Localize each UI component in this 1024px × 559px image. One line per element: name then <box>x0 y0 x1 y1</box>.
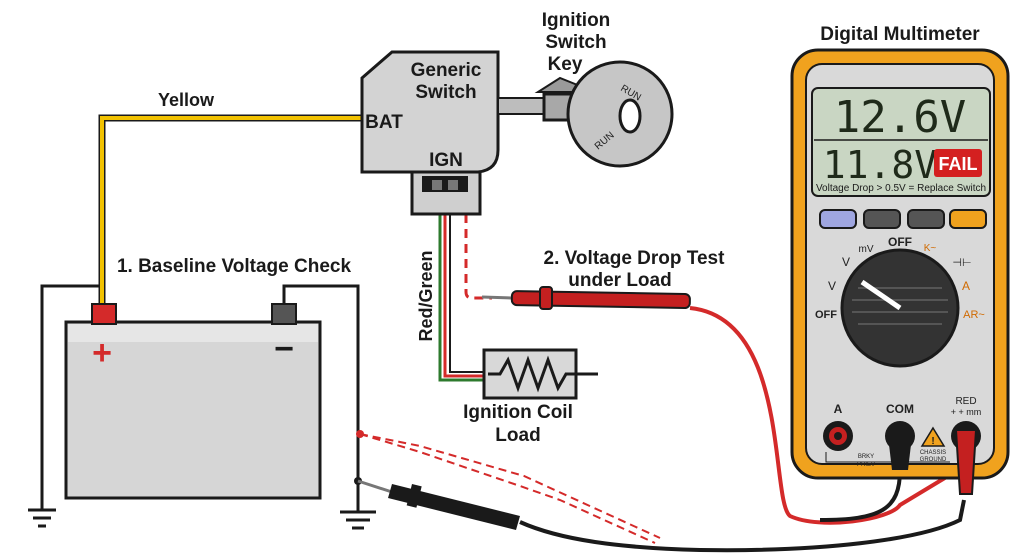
resistor-zigzag <box>488 355 598 393</box>
black-probe-lead <box>519 499 966 553</box>
red-probe <box>481 286 691 310</box>
multimeter: 12.6V 11.8V FAIL Voltage Drop > 0.5V = R… <box>790 48 1010 495</box>
dial-label-ar: AR~ <box>963 309 985 321</box>
lcd-reading-top: 12.6V <box>834 92 966 143</box>
dial-label-off-left: OFF <box>815 309 837 321</box>
dial-label-v-dc: V <box>828 279 836 293</box>
bat-terminal-label: BAT <box>365 112 403 133</box>
jack-red-plug[interactable] <box>951 421 981 495</box>
ground-symbol-right <box>340 510 376 530</box>
jack-label-com: COM <box>886 402 914 416</box>
jack-label-red-sub: + + mm <box>951 407 982 417</box>
red-probe-tap-dashed <box>464 214 492 300</box>
fail-badge-text: FAIL <box>939 154 978 174</box>
black-probe-ghost-dashed <box>356 430 661 544</box>
meter-button-1[interactable] <box>819 209 857 229</box>
step1-label: 1. Baseline Voltage Check <box>117 256 352 277</box>
dial-label-v-ac: V <box>842 255 850 269</box>
key-title-line3: Key <box>548 54 583 75</box>
fail-badge <box>934 149 982 177</box>
battery-positive-terminal <box>91 303 117 325</box>
coil-label-line1: Ignition Coil <box>463 402 573 423</box>
ground-wire-right <box>282 284 360 512</box>
battery-negative-sign: − <box>274 330 294 368</box>
ground-symbol-left <box>28 508 56 528</box>
step2-label-line1: 2. Voltage Drop Test <box>544 248 726 269</box>
step2-label-line2: under Load <box>568 270 671 291</box>
lcd-footnote: Voltage Drop > 0.5V = Replace Switch <box>816 183 986 194</box>
battery: + − <box>64 303 322 500</box>
battery-positive-sign: + <box>92 334 112 372</box>
ign-terminal-label: IGN <box>429 150 463 171</box>
lcd-reading-bottom: 11.8V <box>823 143 937 187</box>
dial-label-mv: mV <box>859 244 874 255</box>
meter-button-2[interactable] <box>863 209 901 229</box>
key-title-line2: Switch <box>545 32 606 53</box>
svg-text:!: ! <box>931 436 934 447</box>
yellow-wire-label: Yellow <box>158 90 215 110</box>
jack-label-a: A <box>834 402 843 416</box>
ground-wire-left <box>40 284 100 510</box>
ignition-switch <box>360 50 545 216</box>
dial-label-amp: A <box>962 279 970 293</box>
chassis-label: CHASSIS <box>920 450 946 456</box>
priev-label: PRIEV <box>857 462 875 468</box>
warning-icon: ! <box>920 426 946 447</box>
com-lead <box>819 469 902 522</box>
red-probe-lead <box>689 306 960 525</box>
red-green-wire-label: Red/Green <box>416 250 436 341</box>
red-green-wire <box>438 214 484 382</box>
meter-button-4[interactable] <box>949 209 987 229</box>
black-probe <box>354 477 520 530</box>
switch-title-line2: Switch <box>415 82 476 103</box>
coil-label-line2: Load <box>495 425 540 446</box>
dial-label-k: K~ <box>924 243 937 254</box>
dial-label-cap: ⊣⊢ <box>952 257 971 269</box>
jack-label-red: RED <box>955 396 976 407</box>
multimeter-title: Digital Multimeter <box>820 24 980 45</box>
brky-label: BRKY <box>858 454 874 460</box>
switch-title-line1: Generic <box>411 60 482 81</box>
key-title-line1: Ignition <box>542 10 611 31</box>
dial-label-off-top: OFF <box>888 235 912 249</box>
rotary-dial[interactable] <box>840 248 960 368</box>
dial-pointer <box>860 279 902 311</box>
ground-label: GROUND <box>920 457 947 463</box>
battery-negative-terminal <box>271 303 297 325</box>
yellow-wire <box>98 114 362 304</box>
meter-button-3[interactable] <box>907 209 945 229</box>
ignition-coil-load <box>482 348 598 400</box>
ignition-key: RUN RUN <box>534 60 674 168</box>
